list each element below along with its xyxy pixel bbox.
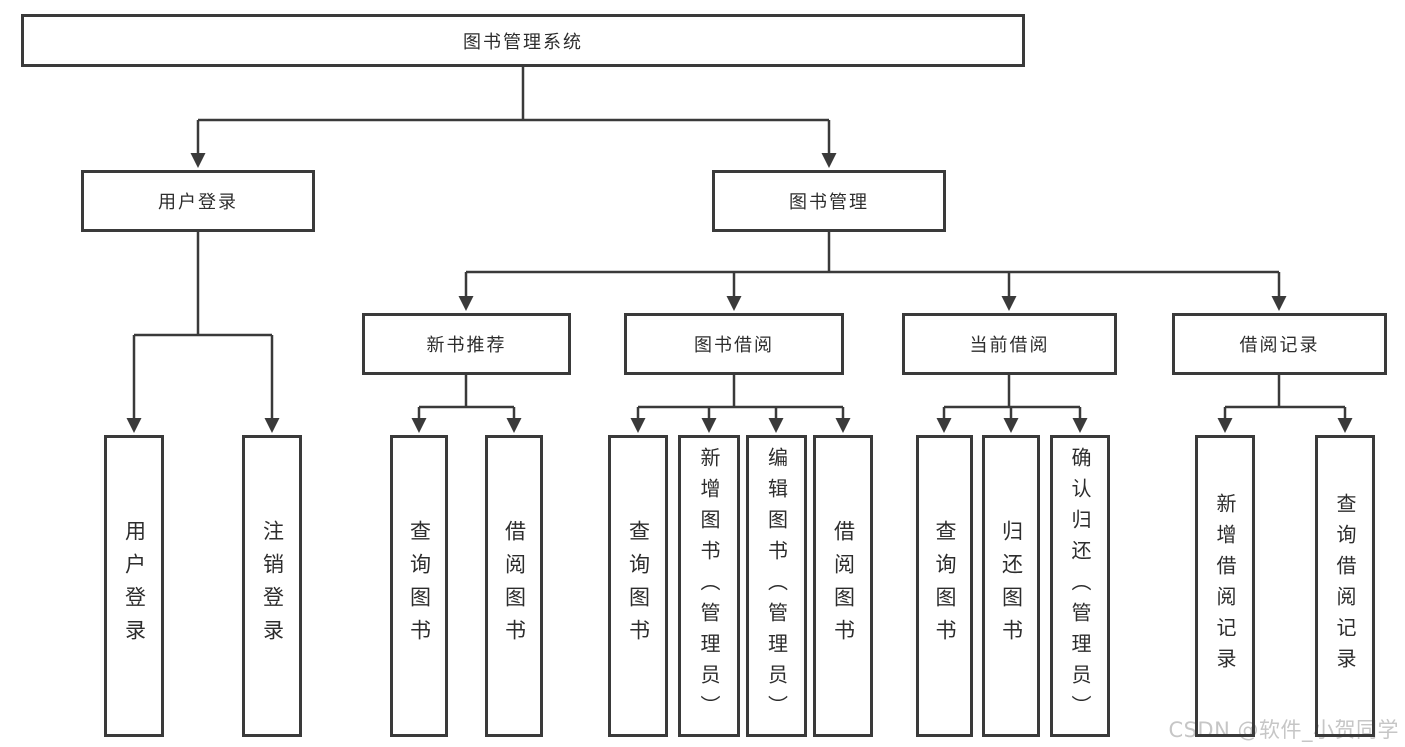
leaf-bb-query-books: 查询图书 (608, 435, 668, 737)
leaf-bb-edit-books-admin: 编辑图书（管理员） (746, 435, 807, 737)
leaf-bb-edit-books-admin-label: 编辑图书（管理员） (764, 446, 789, 726)
node-current-borrowing: 当前借阅 (902, 313, 1117, 375)
leaf-rec-borrow-books: 借阅图书 (485, 435, 543, 737)
leaf-bb-add-books-admin: 新增图书（管理员） (678, 435, 740, 737)
leaf-bb-query-books-label: 查询图书 (626, 520, 651, 652)
leaf-br-query-borrow-record: 查询借阅记录 (1315, 435, 1375, 737)
leaf-bb-borrow-books-label: 借阅图书 (831, 520, 856, 652)
leaf-bb-add-books-admin-label: 新增图书（管理员） (697, 446, 721, 726)
leaf-logout-label: 注销登录 (260, 520, 285, 652)
leaf-logout: 注销登录 (242, 435, 302, 737)
leaf-br-add-borrow-record-label: 新增借阅记录 (1213, 493, 1237, 679)
leaf-cb-confirm-return-admin: 确认归还（管理员） (1050, 435, 1110, 737)
leaf-cb-confirm-return-admin-label: 确认归还（管理员） (1068, 446, 1092, 726)
leaf-cb-return-books-label: 归还图书 (999, 520, 1024, 652)
leaf-br-add-borrow-record: 新增借阅记录 (1195, 435, 1255, 737)
leaf-rec-query-books-label: 查询图书 (407, 520, 432, 652)
node-book-management: 图书管理 (712, 170, 946, 232)
leaf-user-login: 用户登录 (104, 435, 164, 737)
node-borrowing-records: 借阅记录 (1172, 313, 1387, 375)
leaf-cb-return-books: 归还图书 (982, 435, 1040, 737)
leaf-cb-query-books: 查询图书 (916, 435, 973, 737)
csdn-watermark: CSDN @软件_小贺同学 (1168, 718, 1399, 742)
leaf-bb-borrow-books: 借阅图书 (813, 435, 873, 737)
leaf-cb-query-books-label: 查询图书 (933, 520, 957, 652)
leaf-user-login-label: 用户登录 (122, 520, 147, 652)
node-user-login: 用户登录 (81, 170, 315, 232)
node-book-borrowing: 图书借阅 (624, 313, 844, 375)
node-new-book-recommendation: 新书推荐 (362, 313, 571, 375)
node-root-system: 图书管理系统 (21, 14, 1025, 67)
leaf-rec-query-books: 查询图书 (390, 435, 448, 737)
leaf-rec-borrow-books-label: 借阅图书 (502, 520, 527, 652)
leaf-br-query-borrow-record-label: 查询借阅记录 (1333, 493, 1357, 679)
